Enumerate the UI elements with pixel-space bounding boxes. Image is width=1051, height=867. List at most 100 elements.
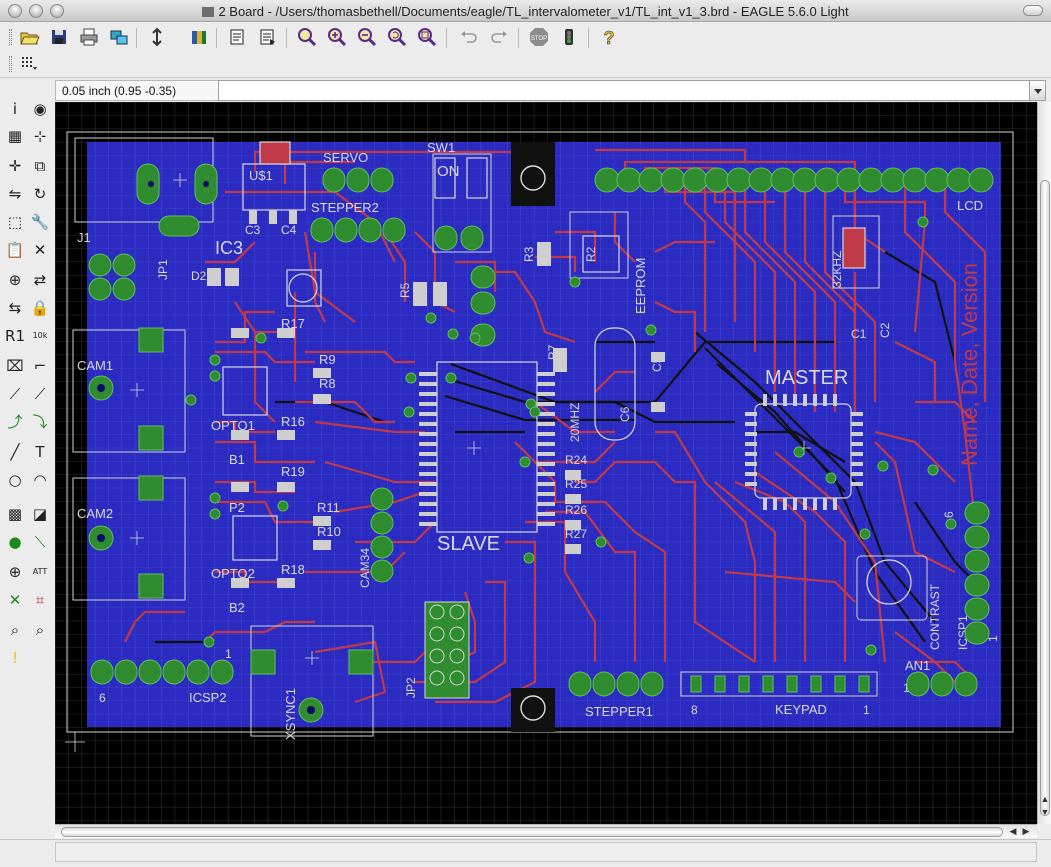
toolbar-grip[interactable]: [9, 29, 12, 45]
pcb-board-view[interactable]: CAM1 CAM2 J1 U$1 IC3 C3 C4 SERVO STEPPER…: [55, 102, 1037, 824]
toolbar2-grip[interactable]: [9, 56, 12, 72]
toolbar-separator: [286, 28, 287, 48]
silkscreen-labels: CAM1 CAM2 J1 U$1 IC3 C3 C4 SERVO STEPPER…: [77, 140, 1000, 740]
mirror-tool-button[interactable]: ⇋: [3, 182, 27, 206]
show-tool-button[interactable]: ◉: [28, 97, 52, 121]
arc-tool-button[interactable]: ◠: [28, 468, 52, 492]
horizontal-scroll-thumb[interactable]: [61, 827, 1003, 837]
group-icon: ⬚: [7, 213, 23, 231]
redraw-icon: [388, 28, 407, 47]
run-ulp-button[interactable]: [256, 26, 278, 48]
script-button[interactable]: [226, 26, 248, 48]
optimize-tool-button[interactable]: ⟋: [28, 382, 52, 406]
route-tool-button[interactable]: ⤴: [3, 410, 27, 434]
undo-button[interactable]: [458, 26, 480, 48]
zoom-to-fit-button[interactable]: [296, 26, 318, 48]
stop-button[interactable]: STOP: [528, 26, 550, 48]
toolbar-separator: [518, 28, 519, 48]
scroll-down-arrow-icon[interactable]: ▼: [1040, 807, 1050, 817]
vertical-scroll-thumb[interactable]: [1040, 180, 1050, 816]
save-button[interactable]: [48, 26, 70, 48]
title-bar[interactable]: 2 Board - /Users/thomasbethell/Documents…: [0, 0, 1051, 22]
smash-tool-button[interactable]: ⌧: [3, 354, 27, 378]
paste-tool-button[interactable]: 📋: [3, 238, 27, 262]
drc-icon: ⌕: [35, 621, 45, 639]
scroll-left-arrow-icon[interactable]: ◀: [1009, 826, 1017, 836]
print-button[interactable]: [78, 26, 100, 48]
miter-tool-button[interactable]: ⌐: [28, 354, 52, 378]
delete-tool-button[interactable]: ✕: [28, 238, 52, 262]
drc-tool-button[interactable]: ⌕: [28, 618, 52, 642]
window-title: 2 Board - /Users/thomasbethell/Documents…: [0, 4, 1051, 19]
grid-icon: [22, 57, 37, 70]
stop-icon: STOP: [530, 28, 548, 46]
info-tool-button[interactable]: i: [3, 97, 27, 121]
board-canvas[interactable]: CAM1 CAM2 J1 U$1 IC3 C3 C4 SERVO STEPPER…: [55, 102, 1037, 824]
add-tool-button[interactable]: ⊕: [3, 268, 27, 292]
help-button[interactable]: ?: [598, 26, 620, 49]
lock-tool-button[interactable]: 🔒: [28, 296, 52, 320]
via-icon: ●: [8, 533, 22, 551]
close-window-button[interactable]: [8, 4, 22, 18]
wire-tool-button[interactable]: ╱: [3, 440, 27, 464]
horizontal-scrollbar[interactable]: ◀ ▶: [55, 824, 1037, 838]
toolbar-toggle-button[interactable]: [1023, 5, 1043, 16]
scroll-right-arrow-icon[interactable]: ▶: [1022, 826, 1030, 836]
attribute-tool-button[interactable]: ATT: [28, 560, 52, 584]
rotate-tool-button[interactable]: ↻: [28, 182, 52, 206]
polygon-tool-button[interactable]: ◪: [28, 502, 52, 526]
pinswap-tool-button[interactable]: ⇄: [28, 268, 52, 292]
redo-button[interactable]: [488, 26, 510, 48]
mark-tool-button[interactable]: ⊹: [28, 124, 52, 148]
label-c4: C4: [281, 223, 297, 237]
label-xsync1: XSYNC1: [283, 688, 298, 740]
cam-processor-button[interactable]: [108, 26, 130, 48]
label-sw1: SW1: [427, 140, 455, 155]
help-icon: ?: [603, 28, 615, 49]
zoom-select-button[interactable]: [416, 26, 438, 48]
switch-to-schematic-button[interactable]: [146, 26, 168, 48]
ripup-tool-button[interactable]: ⤵: [28, 410, 52, 434]
group-tool-button[interactable]: ⬚: [3, 210, 27, 234]
errors-tool-button[interactable]: !: [3, 646, 27, 670]
print-icon: [80, 28, 98, 46]
change-tool-button[interactable]: 🔧: [28, 210, 52, 234]
replace-tool-button[interactable]: ⇆: [3, 296, 27, 320]
zoom-window-button[interactable]: [50, 4, 64, 18]
ratsnest-tool-button[interactable]: ✕: [3, 588, 27, 612]
lcd-header-pads: [594, 167, 994, 193]
command-history-dropdown[interactable]: [1029, 80, 1046, 101]
signal-tool-button[interactable]: ⟍: [28, 530, 52, 554]
name-tool-button[interactable]: R1: [3, 324, 27, 348]
go-button[interactable]: [558, 26, 580, 48]
zoom-in-button[interactable]: [326, 26, 348, 48]
paste-icon: 📋: [5, 241, 25, 259]
auto-tool-button[interactable]: ⌗: [28, 588, 52, 612]
minimize-window-button[interactable]: [29, 4, 43, 18]
value-tool-button[interactable]: 10k: [28, 324, 52, 348]
zoom-out-button[interactable]: [356, 26, 378, 48]
erc-tool-button[interactable]: ⌕: [3, 618, 27, 642]
circle-tool-button[interactable]: ○: [3, 468, 27, 492]
hole-tool-button[interactable]: ⊕: [3, 560, 27, 584]
svg-text:?: ?: [604, 28, 615, 48]
open-button[interactable]: [18, 26, 40, 48]
label-pin1-an1: 1: [903, 681, 910, 695]
grid-button[interactable]: [18, 52, 40, 74]
rect-tool-button[interactable]: ▩: [3, 502, 27, 526]
redo-icon: [491, 31, 507, 43]
library-button[interactable]: [188, 26, 210, 48]
via-tool-button[interactable]: ●: [3, 530, 27, 554]
redraw-button[interactable]: [386, 26, 408, 48]
vertical-scrollbar[interactable]: ▲ ▼: [1037, 102, 1051, 824]
coordinate-text: 0.05 inch (0.95 -0.35): [62, 84, 177, 98]
text-tool-button[interactable]: T: [28, 440, 52, 464]
copy-tool-button[interactable]: ⧉: [28, 154, 52, 178]
split-tool-button[interactable]: ⟋: [3, 382, 27, 406]
display-layers-tool-button[interactable]: ▦: [3, 124, 27, 148]
move-tool-button[interactable]: ✛: [3, 154, 27, 178]
scroll-up-arrow-icon[interactable]: ▲: [1040, 794, 1050, 804]
ratsnest-icon: ✕: [8, 591, 22, 609]
command-line-input[interactable]: [218, 80, 1030, 101]
